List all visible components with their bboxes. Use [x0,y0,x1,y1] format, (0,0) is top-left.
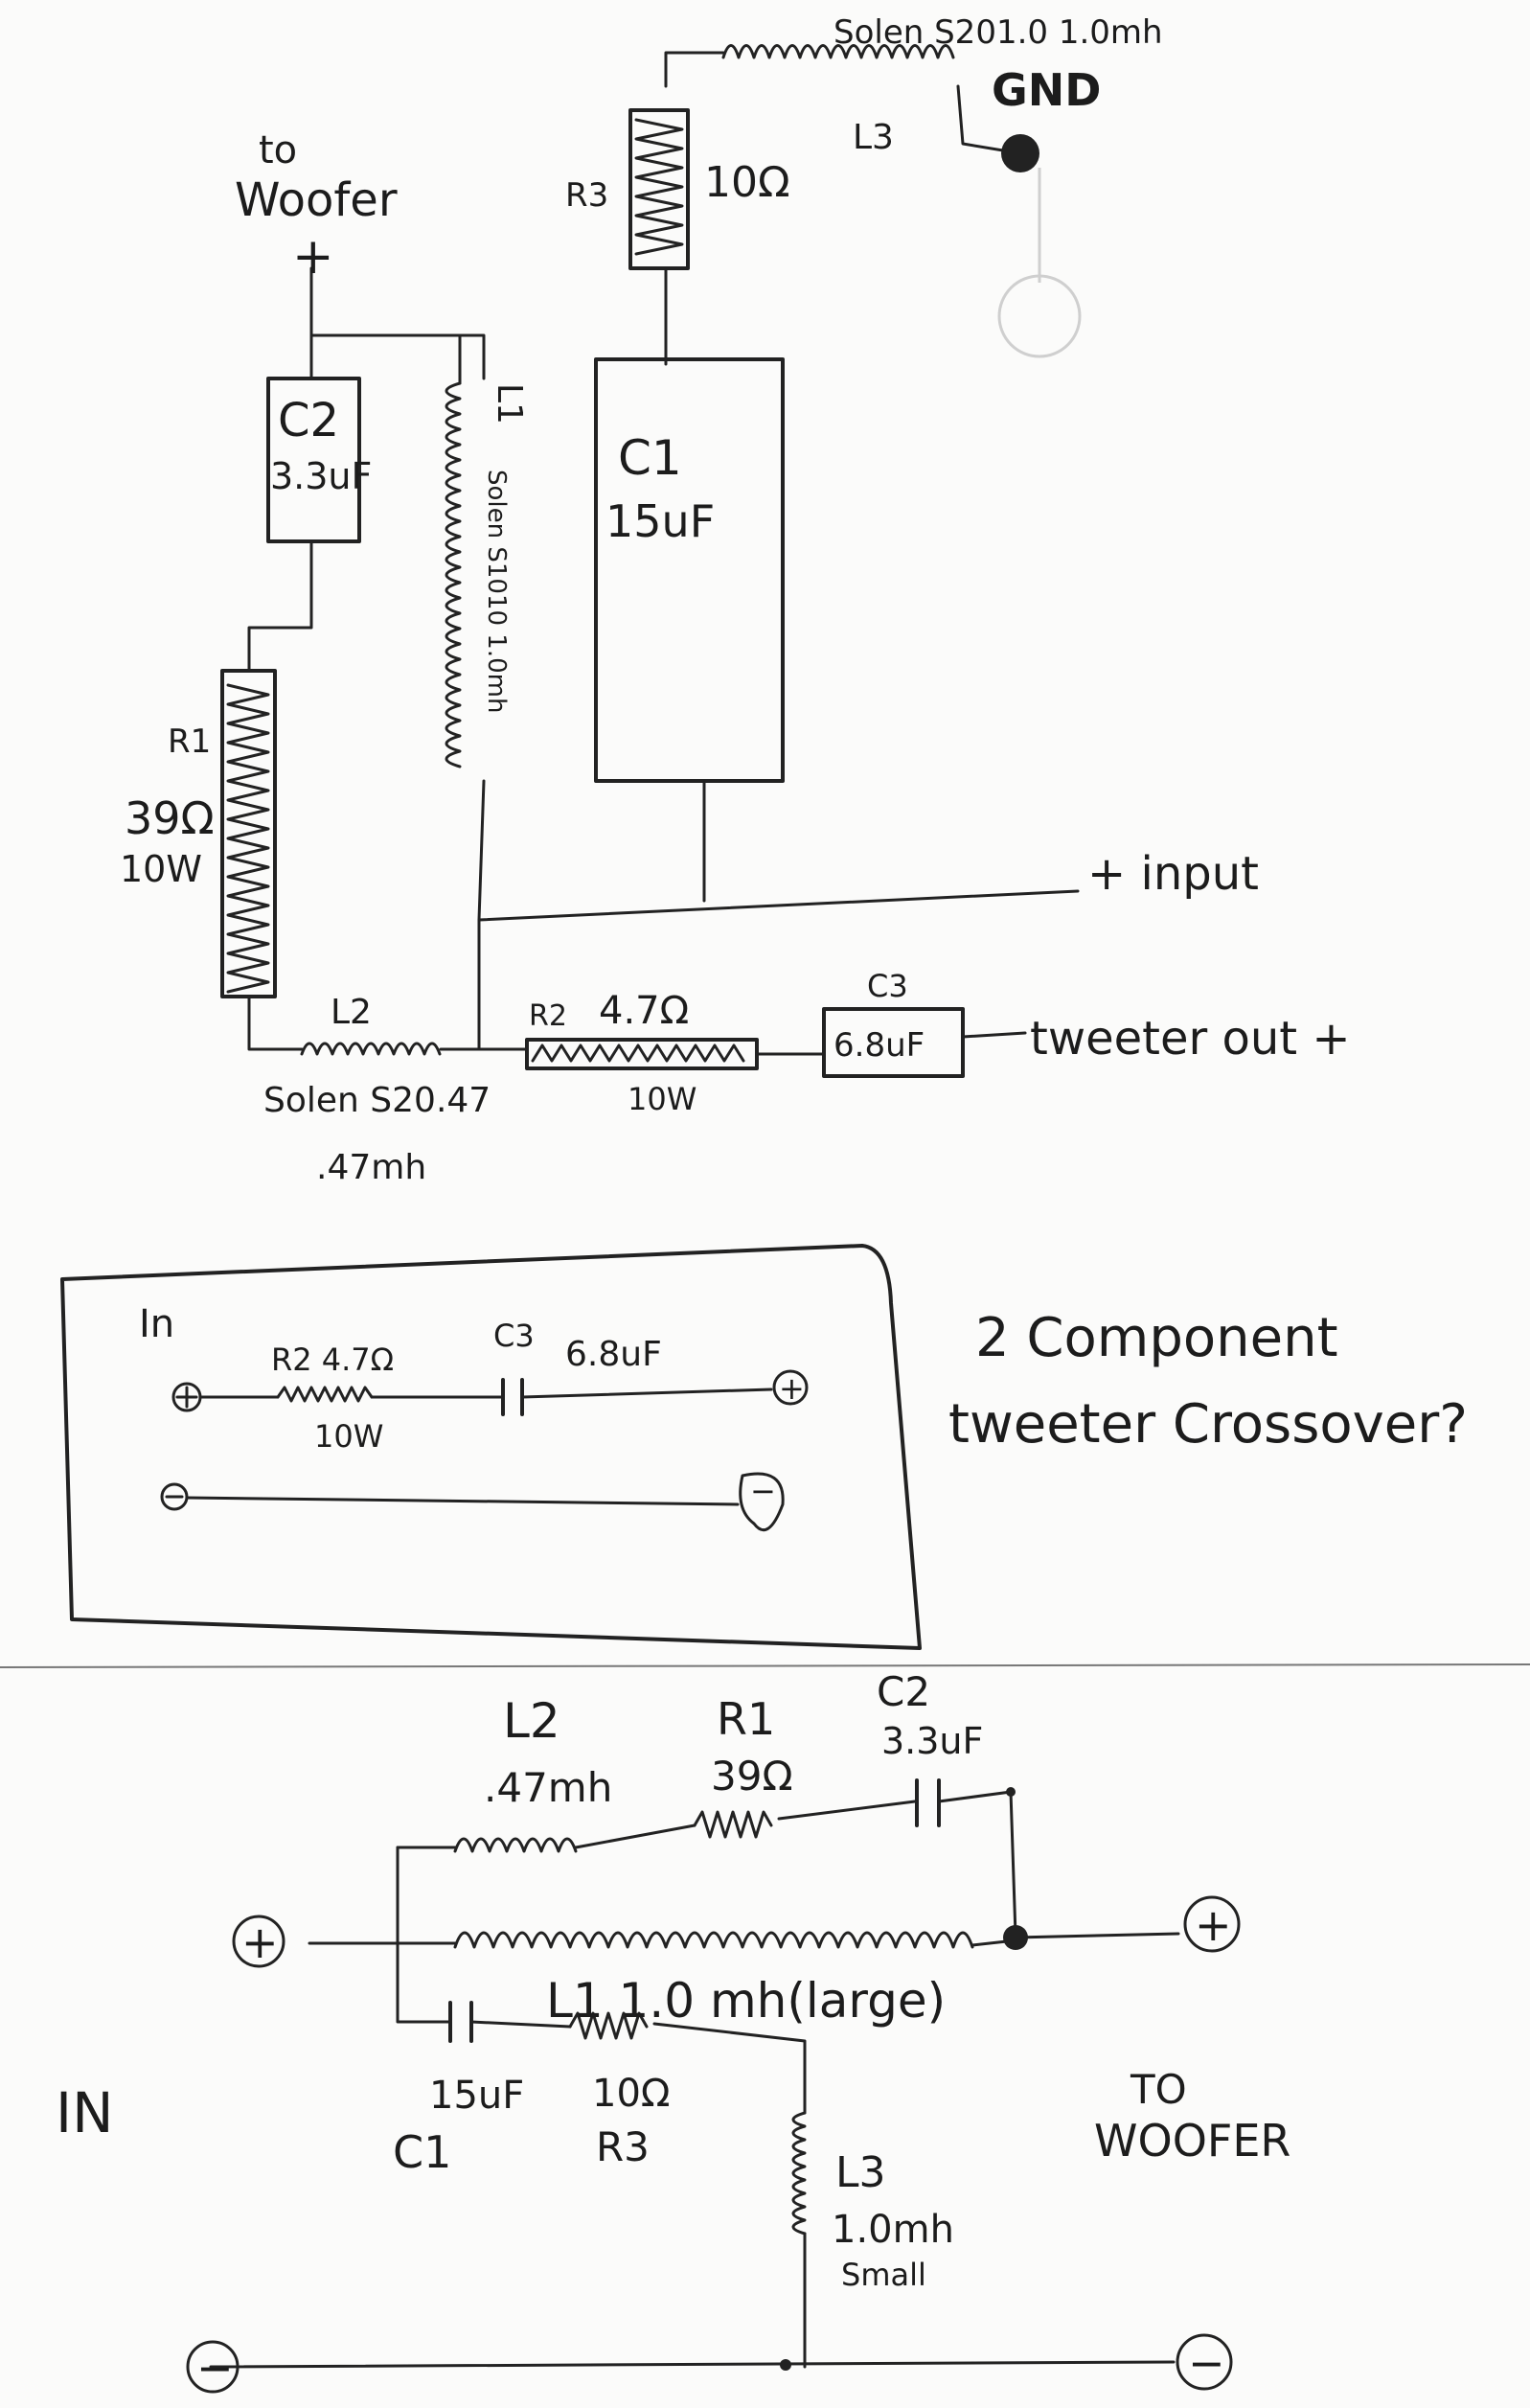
label-c3-value: 6.8uF [834,1026,925,1065]
woofer-label-l3: L3 [835,2148,886,2197]
label-l2-value: .47mh [316,1148,426,1187]
woofer-l1-coil [453,1931,974,1949]
label-r2: R2 [529,999,567,1033]
label-gnd: GND [992,64,1101,116]
woofer-label-l2: L2 [503,1693,560,1749]
c2-capacitor-top [266,377,361,543]
woofer-r1-resistor [693,1810,773,1839]
label-woofer-plus: + [292,228,334,286]
label-c2-value: 3.3uF [270,455,372,497]
label-l3: L3 [853,118,894,157]
woofer-l3-coil [791,2111,807,2236]
woofer-label-l3-value: 1.0mh [832,2208,954,2252]
box-label-c3: C3 [493,1318,535,1354]
label-c1-value: 15uF [605,495,715,547]
woofer-in-plus [232,1915,285,1968]
woofer-label-l1: L1 1.0 mh(large) [546,1973,946,2029]
section-divider [0,1663,1530,1668]
label-to: to [259,128,297,172]
label-l1-spec: Solen S1010 1.0mh [482,470,511,713]
label-r3-value: 10Ω [704,158,790,207]
woofer-label-to: TO [1130,2066,1187,2113]
box-minus-out-sign: − [750,1473,776,1509]
label-c3: C3 [867,968,908,1004]
woofer-label-c1: C1 [393,2126,451,2178]
tweeter-crossover-box: In + − R2 4.7Ω 10W C3 6.8uF 2 Component … [60,1244,1468,1650]
note-line1: 2 Component [975,1307,1338,1369]
woofer-c2-node [1006,1787,1016,1797]
box-outline [60,1244,922,1650]
box-label-r2-watts: 10W [314,1418,383,1455]
l2-coil-top [300,1042,442,1056]
woofer-label-c2: C2 [877,1668,930,1715]
label-r1: R1 [168,722,211,761]
woofer-label-r3-value: 10Ω [592,2072,670,2116]
woofer-r3-resistor [568,2011,649,2040]
label-r1-value: 39Ω [125,792,215,844]
woofer-label-r3: R3 [596,2123,650,2170]
l3-coil-top [721,44,955,59]
woofer-out-minus [1176,2333,1233,2391]
woofer-label-c2-value: 3.3uF [881,1720,983,1762]
top-wires [247,51,1080,1056]
label-c2: C2 [278,394,339,447]
box-label-r2: R2 4.7Ω [271,1342,394,1378]
woofer-in-minus-sign: − [196,2342,234,2394]
box-label-in: In [139,1302,174,1346]
woofer-out-plus-sign: + [1195,1899,1232,1951]
box-minus-out [739,1472,785,1532]
woofer-label-l3-note: Small [841,2257,926,2293]
woofer-out-minus-sign: − [1188,2337,1225,2389]
woofer-label-woofer: WOOFER [1094,2115,1290,2167]
woofer-label-r1-value: 39Ω [711,1753,793,1800]
gnd-dot [1001,134,1039,172]
label-r1-watts: 10W [120,848,202,890]
r2-resistor-top [525,1038,759,1070]
top-schematic: to Woofer + Solen S201.0 1.0mh GND L3 R3… [120,13,1351,1187]
note-line2: tweeter Crossover? [948,1393,1468,1456]
label-r2-value: 4.7Ω [599,989,689,1033]
label-woofer: Woofer [235,173,398,227]
woofer-in-plus-sign: + [241,1916,279,1968]
woofer-label-r1: R1 [717,1693,775,1745]
box-plus-out-sign: + [779,1370,805,1407]
label-tweeter-out: tweeter out + [1030,1012,1351,1066]
woofer-label-l2-value: .47mh [484,1764,612,1811]
label-r2-watts: 10W [628,1081,696,1117]
woofer-label-in: IN [56,2080,114,2145]
label-l2: L2 [331,993,372,1032]
box-plus-out [772,1369,809,1406]
r3-resistor-top [628,108,690,270]
label-input: + input [1087,847,1259,901]
ghost-marks [997,168,1082,358]
r1-resistor-top [220,669,277,998]
woofer-label-c1-value: 15uF [429,2074,524,2118]
woofer-schematic: + + − − L2 .47mh R1 39Ω C2 3.3uF L1 1.0 … [56,1668,1290,2394]
l1-coil-top [445,333,462,768]
woofer-ground-node [780,2359,791,2371]
woofer-out-plus [1183,1895,1241,1953]
box-r2-resistor [276,1386,374,1403]
box-label-c3-value: 6.8uF [565,1335,662,1374]
label-c1: C1 [618,430,682,486]
label-l3-spec: Solen S201.0 1.0mh [834,13,1163,52]
woofer-in-minus [186,2340,240,2394]
label-l1: L1 [490,383,529,424]
label-r3: R3 [565,176,608,215]
c3-capacitor-top [822,1007,965,1078]
c1-capacitor-top [594,357,785,783]
label-l2-spec: Solen S20.47 [263,1081,491,1120]
woofer-l2-coil [453,1837,578,1853]
